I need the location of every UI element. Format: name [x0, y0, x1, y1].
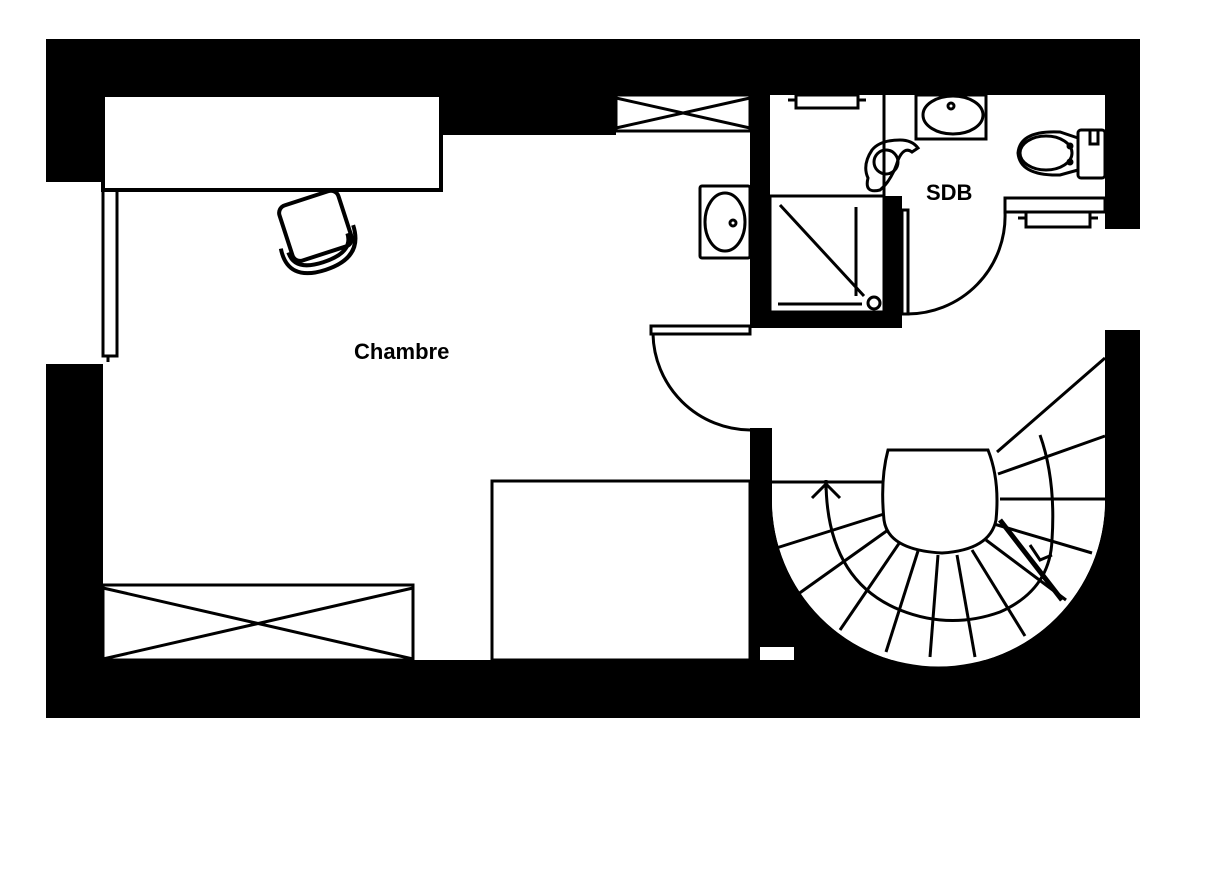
room-label-chambre: Chambre — [354, 339, 450, 364]
shower — [768, 194, 910, 316]
office-chair — [277, 188, 358, 276]
vanity-sink-bedroom — [698, 184, 752, 260]
window-left — [50, 182, 99, 364]
wardrobe-bottom — [101, 583, 415, 662]
door-bedroom[interactable] — [649, 324, 752, 432]
desk — [101, 93, 443, 192]
walls — [46, 39, 1140, 718]
sink-bathroom — [914, 93, 988, 141]
door-bathroom[interactable] — [905, 196, 1107, 316]
bidet-washbasin — [864, 95, 921, 196]
radiator — [101, 184, 119, 362]
towel-rail-top — [788, 93, 866, 110]
spiral-staircase[interactable] — [760, 356, 1106, 667]
room-label-sdb: SDB — [926, 180, 973, 205]
bed — [490, 479, 752, 662]
toilet — [1016, 128, 1107, 180]
wardrobe-top — [614, 93, 752, 133]
